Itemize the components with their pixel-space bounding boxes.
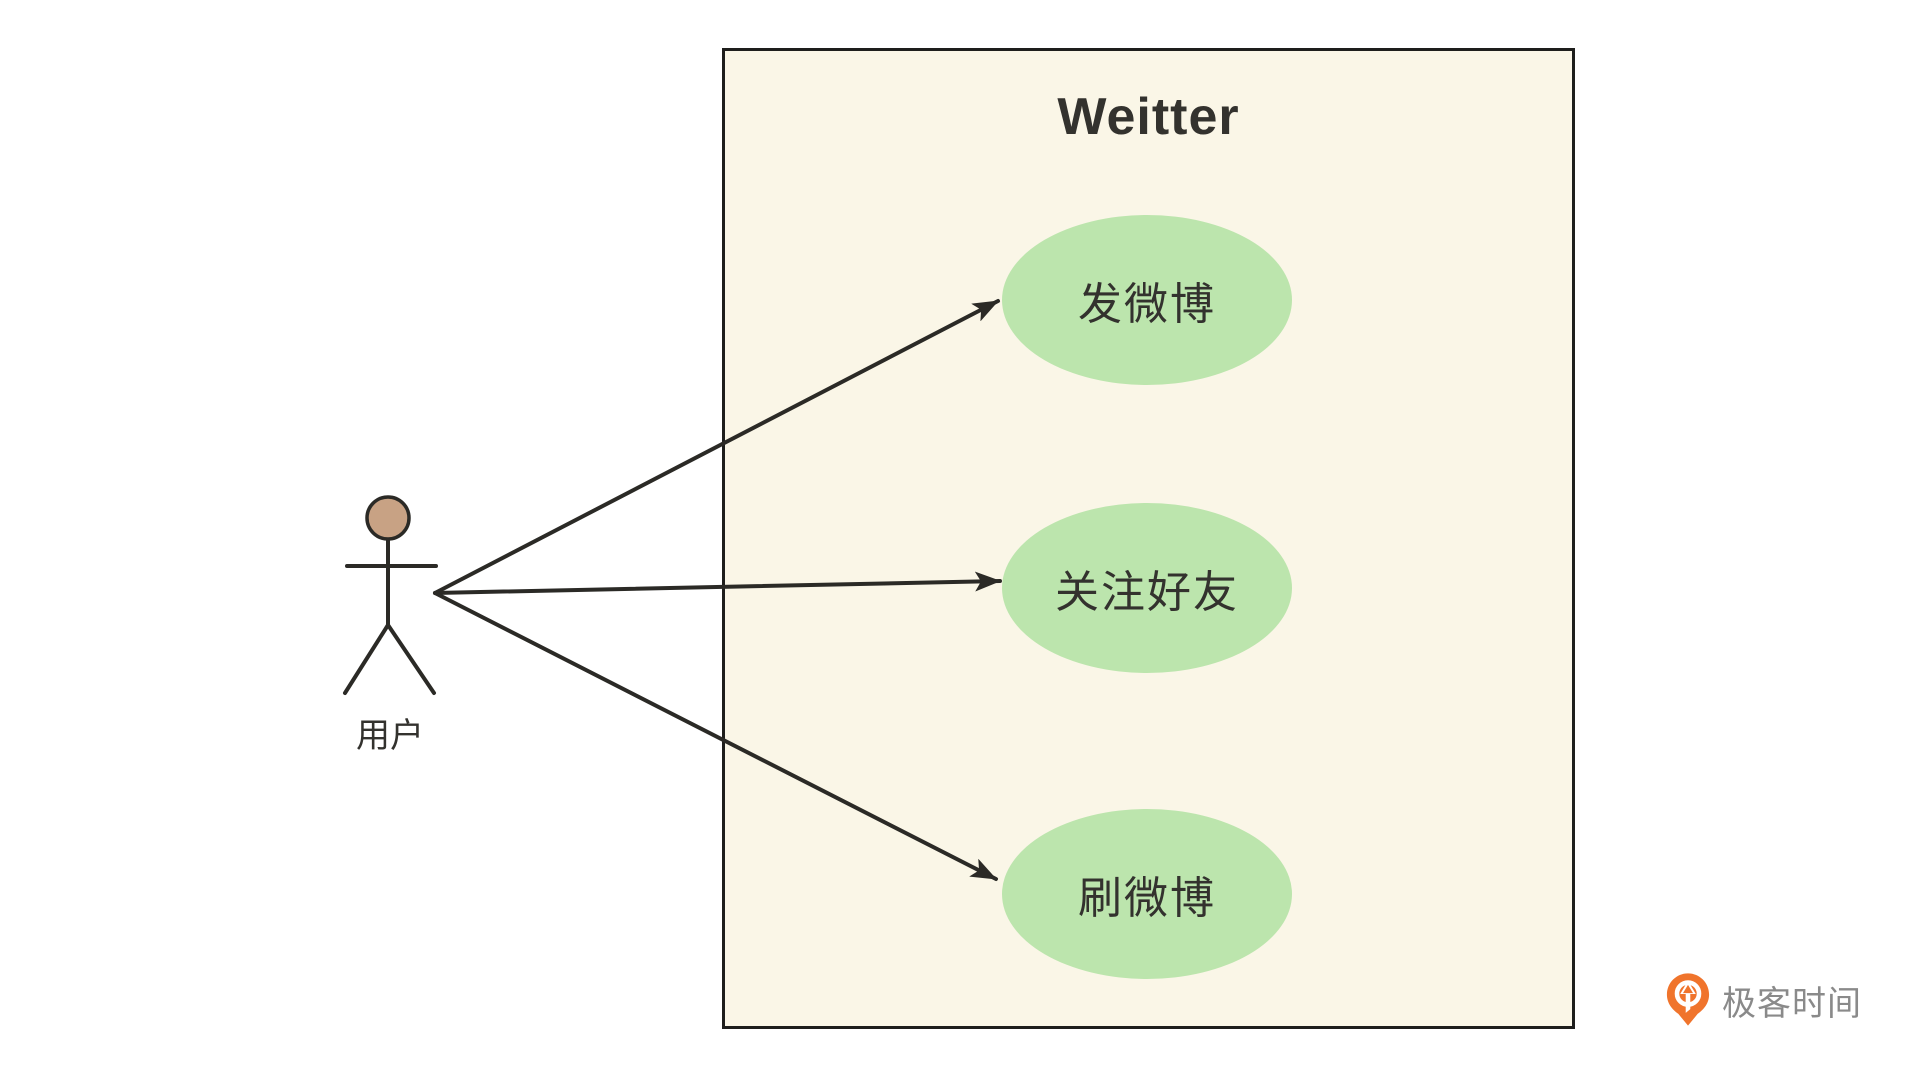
brand-watermark: 极客时间: [1666, 972, 1862, 1028]
actor-left-leg: [343, 623, 390, 695]
usecase-label-post-weibo: 发微博: [1078, 280, 1216, 329]
actor-head: [365, 495, 411, 541]
usecase-label-follow-friends: 关注好友: [1055, 568, 1239, 617]
geektime-pin-icon: [1666, 973, 1710, 1026]
brand-name: 极客时间: [1722, 984, 1862, 1023]
usecase-label-browse-weibo: 刷微博: [1078, 874, 1216, 923]
usecase-browse-weibo: 刷微博: [1002, 809, 1292, 979]
system-title: Weitter: [1057, 88, 1240, 146]
actor-label: 用户: [356, 717, 424, 755]
actor-stick-figure: [343, 495, 438, 695]
usecase-post-weibo: 发微博: [1002, 215, 1292, 385]
usecase-follow-friends: 关注好友: [1002, 503, 1292, 673]
actor-right-leg: [386, 623, 436, 695]
